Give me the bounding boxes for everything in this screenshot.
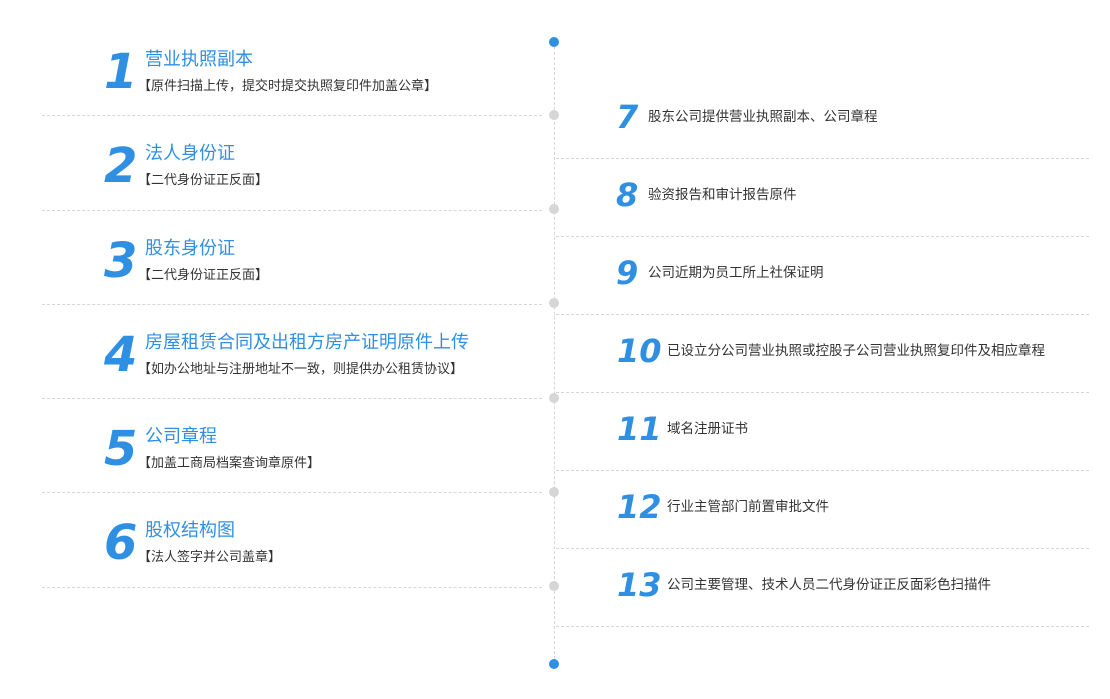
item-text: 公司近期为员工所上社保证明 [648, 265, 824, 281]
timeline-line [554, 42, 555, 664]
document-item-7: 7 股东公司提供营业执照副本、公司章程 [556, 81, 1089, 159]
item-number: 10 [617, 332, 662, 370]
document-item-9: 9 公司近期为员工所上社保证明 [556, 237, 1089, 315]
document-item-5: 5 公司章程 【加盖工商局档案查询章原件】 [42, 399, 542, 494]
item-number: 7 [616, 98, 639, 136]
timeline-dot [549, 298, 559, 308]
item-number: 5 [104, 421, 138, 478]
item-number: 8 [616, 176, 639, 214]
item-number: 4 [104, 326, 138, 383]
timeline-end-dot [549, 659, 559, 669]
item-note: 【加盖工商局档案查询章原件】 [138, 456, 321, 472]
item-text: 行业主管部门前置审批文件 [667, 499, 829, 515]
timeline-dot [549, 110, 559, 120]
item-text: 域名注册证书 [667, 421, 748, 437]
item-note: 【如办公地址与注册地址不一致，则提供办公租赁协议】 [138, 361, 464, 377]
document-item-3: 3 股东身份证 【二代身份证正反面】 [42, 211, 542, 305]
item-number: 12 [617, 488, 662, 526]
item-title: 房屋租赁合同及出租方房产证明原件上传 [145, 331, 469, 353]
left-document-list: 1 营业执照副本 【原件扫描上传，提交时提交执照复印件加盖公章】 2 法人身份证… [42, 22, 542, 588]
item-title: 法人身份证 [145, 143, 235, 165]
document-item-13: 13 公司主要管理、技术人员二代身份证正反面彩色扫描件 [556, 549, 1089, 627]
document-item-2: 2 法人身份证 【二代身份证正反面】 [42, 116, 542, 211]
item-note: 【二代身份证正反面】 [138, 267, 269, 283]
item-number: 2 [104, 138, 138, 195]
item-text: 验资报告和审计报告原件 [648, 187, 797, 203]
item-number: 3 [104, 232, 138, 289]
item-number: 1 [104, 44, 138, 100]
right-document-list: 7 股东公司提供营业执照副本、公司章程 8 验资报告和审计报告原件 9 公司近期… [556, 81, 1089, 627]
item-title: 股东身份证 [145, 237, 235, 259]
item-note: 【二代身份证正反面】 [138, 173, 269, 189]
timeline-dot [549, 581, 559, 591]
document-item-11: 11 域名注册证书 [556, 393, 1089, 471]
document-item-12: 12 行业主管部门前置审批文件 [556, 471, 1089, 549]
item-number: 6 [104, 515, 138, 572]
item-title: 营业执照副本 [145, 49, 253, 70]
item-note: 【原件扫描上传，提交时提交执照复印件加盖公章】 [138, 79, 438, 94]
document-item-6: 6 股权结构图 【法人签字并公司盖章】 [42, 493, 542, 588]
item-number: 9 [616, 254, 639, 292]
item-number: 13 [617, 566, 662, 604]
item-title: 股权结构图 [145, 520, 235, 542]
item-number: 11 [617, 410, 662, 448]
timeline-start-dot [549, 37, 559, 47]
document-item-8: 8 验资报告和审计报告原件 [556, 159, 1089, 237]
item-title: 公司章程 [145, 426, 217, 448]
document-item-10: 10 已设立分公司营业执照或控股子公司营业执照复印件及相应章程 [556, 315, 1089, 393]
document-item-1: 1 营业执照副本 【原件扫描上传，提交时提交执照复印件加盖公章】 [42, 22, 542, 117]
item-text: 已设立分公司营业执照或控股子公司营业执照复印件及相应章程 [667, 343, 1045, 359]
item-text: 股东公司提供营业执照副本、公司章程 [648, 109, 878, 125]
item-note: 【法人签字并公司盖章】 [138, 550, 282, 566]
document-item-4: 4 房屋租赁合同及出租方房产证明原件上传 【如办公地址与注册地址不一致，则提供办… [42, 305, 542, 400]
timeline-dot [549, 487, 559, 497]
timeline-dot [549, 204, 559, 214]
item-text: 公司主要管理、技术人员二代身份证正反面彩色扫描件 [667, 577, 991, 593]
timeline-dot [549, 393, 559, 403]
